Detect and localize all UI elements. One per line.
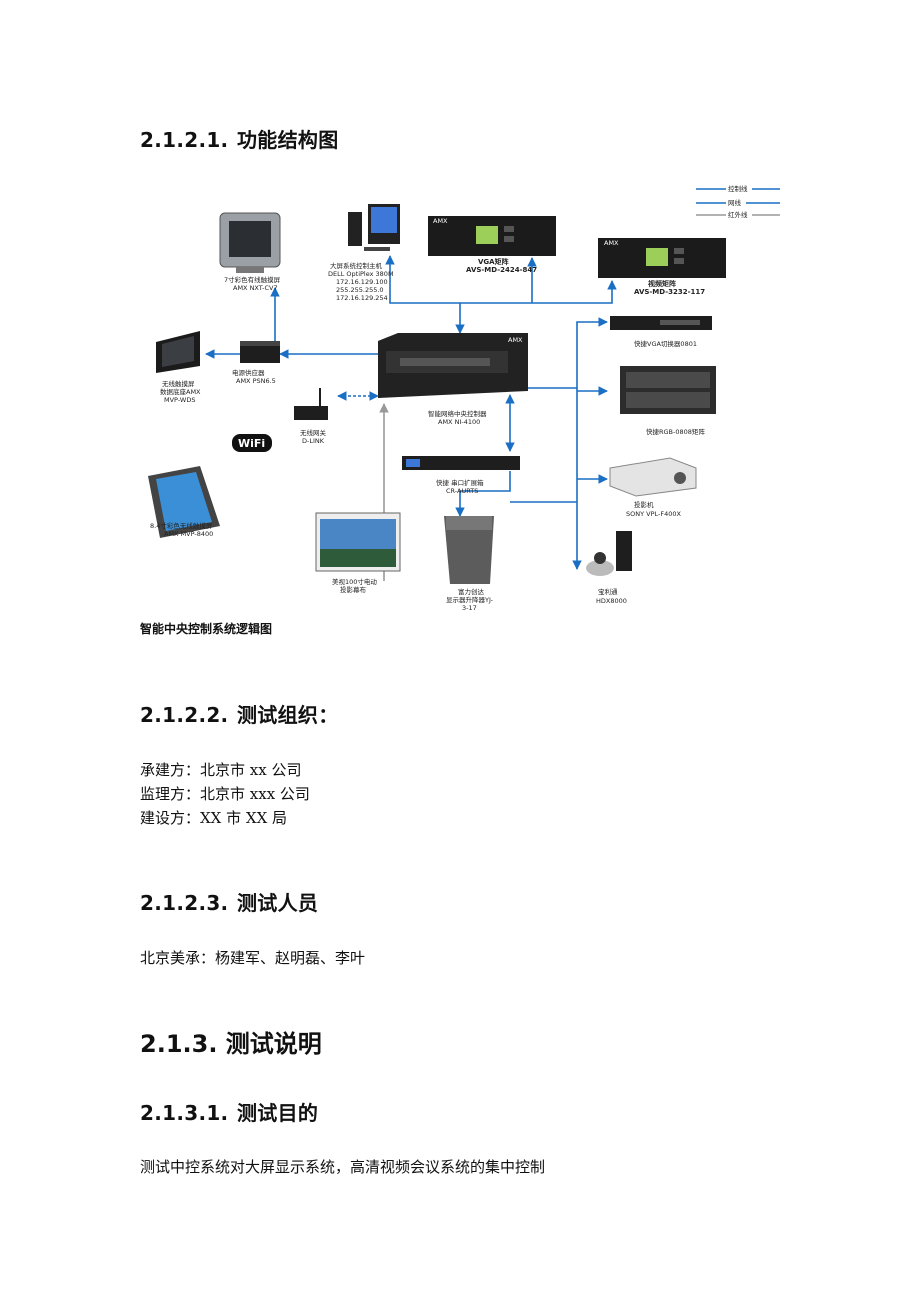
touch-panel-mvp8400: 8.4寸彩色无线触摸屏 AMX MVP-8400 — [148, 466, 220, 538]
legend-control-line: 控制线 — [728, 184, 748, 193]
svg-text:宝利通: 宝利通 — [598, 587, 618, 596]
svg-text:投影幕布: 投影幕布 — [340, 585, 367, 594]
wireless-gateway: 无线网关 D-LINK — [294, 388, 328, 445]
svg-text:投影机: 投影机 — [634, 500, 654, 509]
org-supervisor: 监理方：北京市 xxx 公司 — [140, 785, 310, 803]
svg-text:MVP-WDS: MVP-WDS — [164, 396, 195, 404]
svg-text:255.255.255.0: 255.255.255.0 — [336, 286, 384, 294]
svg-text:VGA矩阵: VGA矩阵 — [478, 257, 509, 266]
legend-network-line: 网线 — [728, 198, 742, 207]
central-controller: AMX 智能网络中央控制器 AMX NI-4100 — [378, 333, 528, 426]
section-number: 2.1.2.3. — [140, 891, 229, 915]
svg-text:WiFi: WiFi — [238, 437, 265, 450]
section-title: 测试组织： — [237, 703, 339, 727]
diagram-legend: 控制线 网线 红外线 — [696, 184, 780, 219]
svg-text:显示器升降器YJ-: 显示器升降器YJ- — [446, 595, 494, 604]
system-logic-diagram: 控制线 网线 红外线 7寸彩色有线触摸屏 AMX NXT-CV7 大屏系统控制主… — [148, 184, 780, 612]
svg-text:无线网关: 无线网关 — [300, 428, 327, 437]
touch-panel-cv7: 7寸彩色有线触摸屏 AMX NXT-CV7 — [219, 212, 281, 292]
svg-text:AVS-MD-2424-847: AVS-MD-2424-847 — [466, 266, 537, 274]
staff-list: 北京美承：杨建军、赵明磊、李叶 — [140, 949, 366, 967]
svg-text:AMX: AMX — [508, 336, 523, 344]
section-number: 2.1.2.2. — [140, 703, 229, 727]
vga-switcher-0801: 快捷VGA切换器0801 — [610, 316, 712, 348]
svg-text:快捷VGA切换器0801: 快捷VGA切换器0801 — [634, 339, 697, 348]
power-supply: 电源供应器 AMX PSN6.5 — [232, 341, 280, 385]
legend-infrared-line: 红外线 — [728, 210, 748, 219]
video-matrix: AMX 视频矩阵 AVS-MD-3232-117 — [598, 238, 726, 296]
svg-text:富力创达: 富力创达 — [458, 587, 485, 596]
svg-text:D-LINK: D-LINK — [302, 437, 325, 445]
svg-text:CR-AURTS: CR-AURTS — [446, 487, 478, 495]
svg-text:HDX8000: HDX8000 — [596, 597, 627, 605]
diagram-caption: 智能中央控制系统逻辑图 — [140, 622, 273, 636]
svg-text:数据底座AMX: 数据底座AMX — [160, 387, 201, 396]
section-heading-organization: 2.1.2.2. 测试组织： — [140, 699, 339, 728]
svg-text:DELL OptiPlex 380M: DELL OptiPlex 380M — [328, 270, 394, 278]
section-heading-test-purpose: 2.1.3.1. 测试目的 — [140, 1097, 318, 1126]
section-title: 功能结构图 — [237, 128, 339, 152]
svg-text:AMX MVP-8400: AMX MVP-8400 — [164, 530, 213, 538]
svg-text:172.16.129.254: 172.16.129.254 — [336, 294, 388, 302]
connection-lines — [205, 255, 617, 570]
svg-text:172.16.129.100: 172.16.129.100 — [336, 278, 388, 286]
svg-text:AMX NXT-CV7: AMX NXT-CV7 — [233, 284, 278, 292]
svg-text:AMX: AMX — [604, 239, 619, 247]
svg-text:快捷 串口扩展箱: 快捷 串口扩展箱 — [436, 478, 484, 487]
monitor-lift: 富力创达 显示器升降器YJ- 3-17 — [444, 516, 494, 612]
section-heading-staff: 2.1.2.3. 测试人员 — [140, 887, 318, 916]
section-heading-structure: 2.1.2.1. 功能结构图 — [140, 124, 339, 153]
organization-list: 承建方：北京市 xx 公司 监理方：北京市 xxx 公司 建设方：XX 市 XX… — [140, 758, 310, 830]
svg-text:3-17: 3-17 — [462, 604, 477, 612]
control-host-pc: 大屏系统控制主机 DELL OptiPlex 380M 172.16.129.1… — [328, 204, 400, 302]
projection-screen: 美视100寸电动 投影幕布 — [315, 512, 401, 594]
svg-text:电源供应器: 电源供应器 — [232, 368, 265, 377]
svg-text:大屏系统控制主机: 大屏系统控制主机 — [330, 261, 383, 270]
svg-text:SONY VPL-F400X: SONY VPL-F400X — [626, 510, 682, 518]
video-conference-hdx: 宝利通 HDX8000 — [586, 531, 632, 605]
rgb-0808-matrix: 快捷RGB-0808矩阵 — [620, 366, 716, 436]
svg-text:AMX NI-4100: AMX NI-4100 — [438, 418, 480, 426]
svg-text:AVS-MD-3232-117: AVS-MD-3232-117 — [634, 288, 705, 296]
org-contractor: 承建方：北京市 xx 公司 — [140, 761, 302, 779]
svg-text:视频矩阵: 视频矩阵 — [648, 279, 676, 288]
section-heading-test-description: 2.1.3. 测试说明 — [140, 1030, 322, 1058]
svg-text:智能网络中央控制器: 智能网络中央控制器 — [428, 409, 487, 418]
section-number: 2.1.2.1. — [140, 128, 229, 152]
svg-text:8.4寸彩色无线触摸屏: 8.4寸彩色无线触摸屏 — [150, 521, 213, 530]
svg-text:快捷RGB-0808矩阵: 快捷RGB-0808矩阵 — [646, 427, 705, 436]
svg-text:AMX PSN6.5: AMX PSN6.5 — [236, 377, 276, 385]
org-owner: 建设方：XX 市 XX 局 — [140, 809, 288, 827]
vga-matrix: AMX VGA矩阵 AVS-MD-2424-847 — [428, 216, 556, 274]
test-purpose-text: 测试中控系统对大屏显示系统，高清视频会议系统的集中控制 — [140, 1158, 546, 1176]
wifi-logo: WiFi — [232, 434, 272, 452]
svg-text:无线触摸屏: 无线触摸屏 — [162, 379, 195, 388]
svg-text:AMX: AMX — [433, 217, 448, 225]
section-title: 测试人员 — [237, 891, 319, 915]
section-title: 测试目的 — [237, 1101, 319, 1125]
projector: 投影机 SONY VPL-F400X — [609, 457, 697, 518]
serial-expansion-box: 快捷 串口扩展箱 CR-AURTS — [402, 456, 520, 495]
section-number: 2.1.3.1. — [140, 1101, 229, 1125]
svg-text:美视100寸电动: 美视100寸电动 — [332, 577, 377, 586]
wireless-touch-panel-dock: 无线触摸屏 数据底座AMX MVP-WDS — [156, 331, 201, 404]
svg-text:7寸彩色有线触摸屏: 7寸彩色有线触摸屏 — [224, 275, 281, 284]
